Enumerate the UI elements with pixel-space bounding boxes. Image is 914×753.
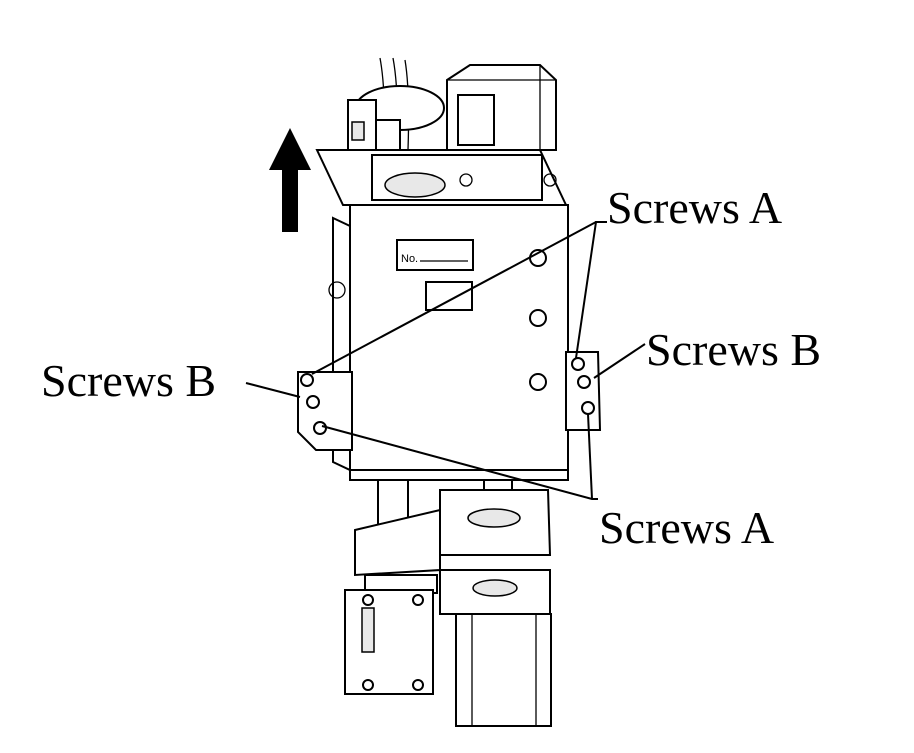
screw-a-right-upper xyxy=(571,357,585,371)
callout-screws-b-left: Screws B xyxy=(41,355,217,406)
leader-screws-b-right xyxy=(593,343,646,379)
screw-a-right-lower xyxy=(581,401,595,415)
screw-a-left xyxy=(313,421,327,435)
callout-screws-b-right: Screws B xyxy=(646,324,822,375)
leader-lines xyxy=(245,221,646,500)
main-body: No. xyxy=(328,204,569,472)
left-flange xyxy=(297,371,353,451)
right-flange xyxy=(565,351,602,431)
leader-screws-a-top xyxy=(575,221,607,359)
screw-b-right xyxy=(577,375,591,389)
up-arrow-icon xyxy=(269,128,311,232)
leader-screws-a-top-left xyxy=(311,221,597,375)
top-motor xyxy=(446,64,557,151)
lower-frame xyxy=(349,469,569,594)
screw-b-left-upper xyxy=(300,373,314,387)
callout-screws-a-bottom: Screws A xyxy=(599,502,775,553)
bottom-motor xyxy=(344,569,552,727)
screw-b-left-lower xyxy=(306,395,320,409)
top-plate xyxy=(315,149,568,219)
leader-screws-a-bottom-right xyxy=(587,413,593,500)
nameplate-text: No. xyxy=(401,253,418,265)
callout-screws-a-top: Screws A xyxy=(607,182,783,233)
leader-screws-b-left xyxy=(245,382,301,398)
